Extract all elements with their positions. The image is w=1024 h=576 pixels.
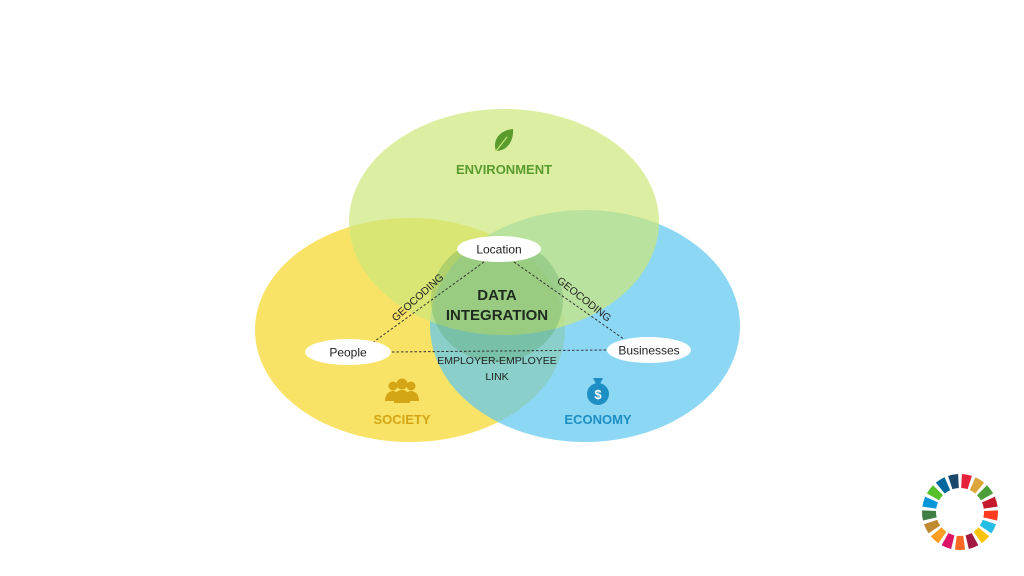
people-group-icon [385, 378, 419, 403]
edge-bottom-label-line2: LINK [485, 371, 508, 383]
edge-people-businesses [391, 349, 609, 353]
sdg-wheel-segment [965, 533, 979, 549]
sdg-wheel-segment [922, 496, 939, 509]
environment-label: ENVIRONMENT [456, 162, 552, 177]
sdg-wheel-segment [973, 527, 990, 544]
center-overlap [431, 238, 563, 362]
center-title-line1: DATA [477, 287, 517, 304]
sdg-wheel-segment [941, 533, 955, 549]
node-people-label: People [329, 346, 367, 360]
sdg-wheel-segment [981, 496, 998, 509]
sdg-wheel-segment [930, 527, 947, 544]
sdg-wheel-segment [924, 519, 941, 534]
edge-location-people [367, 261, 485, 347]
environment-circle [349, 109, 659, 335]
node-businesses-oval [607, 337, 691, 363]
money-bag-icon: $ [587, 378, 609, 405]
edge-location-businesses [513, 261, 629, 343]
node-location-label: Location [476, 243, 521, 257]
sdg-wheel-logo [921, 474, 999, 551]
sdg-wheel-segment [969, 477, 985, 494]
sdg-wheel-segment [979, 519, 996, 534]
node-people-oval [305, 339, 391, 365]
sdg-wheel-segment [935, 477, 951, 494]
economy-label: ECONOMY [564, 412, 632, 427]
sdg-wheel-segment [948, 474, 959, 490]
center-title-line2: INTEGRATION [446, 307, 548, 324]
svg-text:$: $ [594, 387, 602, 402]
sdg-wheel-segment [961, 474, 972, 490]
leaf-icon [494, 129, 514, 152]
sdg-wheel-segment [954, 535, 966, 551]
node-location-oval [457, 236, 541, 262]
sdg-wheel-segment [926, 485, 943, 501]
sdg-wheel-segment [983, 510, 999, 521]
sdg-wheel-segment [921, 510, 937, 521]
node-businesses-label: Businesses [618, 344, 679, 358]
sdg-wheel-segment [977, 485, 994, 501]
edge-bottom-label-line1: EMPLOYER-EMPLOYEE [437, 355, 557, 367]
society-label: SOCIETY [373, 412, 430, 427]
